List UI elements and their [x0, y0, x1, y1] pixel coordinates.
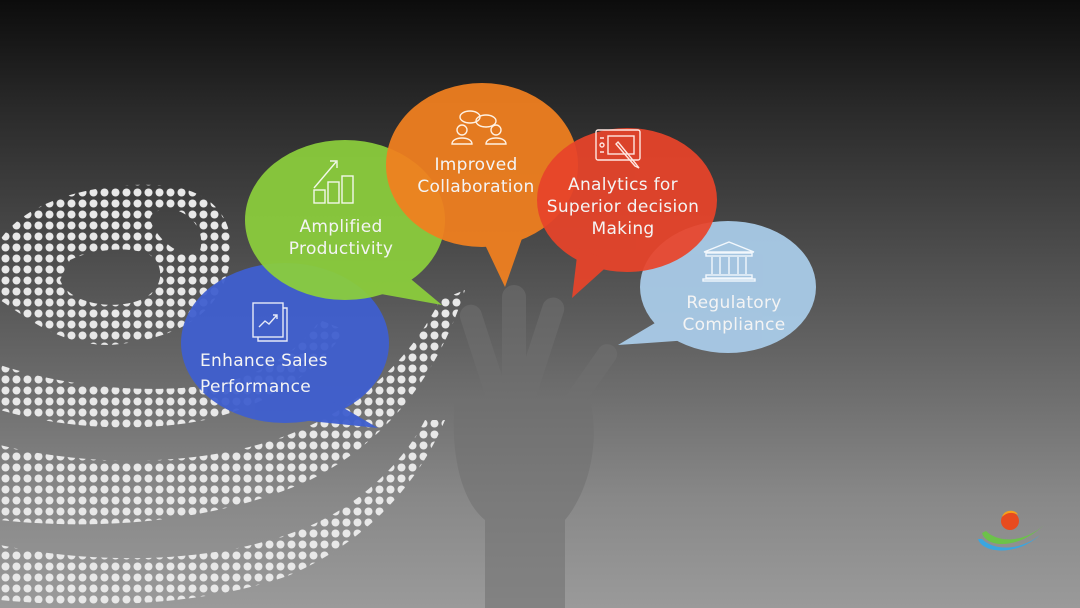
label-line: Making [591, 219, 655, 239]
bar-growth-icon [313, 160, 354, 204]
bank-building-icon [702, 241, 756, 282]
label-line: Regulatory [686, 293, 782, 313]
bubble-collaboration [386, 83, 578, 287]
bubble-regulatory-label: Regulatory Compliance [668, 292, 800, 336]
hand-silhouette [453, 285, 618, 608]
bubble-collaboration-label: Improved Collaboration [405, 154, 547, 198]
label-line: Compliance [682, 315, 786, 335]
label-line: Collaboration [417, 177, 535, 197]
logo-icon [978, 510, 1044, 551]
bubble-analytics [537, 128, 717, 298]
bubble-sales [181, 263, 389, 428]
label-line: Superior decision [546, 197, 700, 217]
label-line: Enhance Sales [200, 351, 328, 371]
tablet-pen-icon [595, 129, 641, 169]
document-trend-icon [252, 302, 288, 342]
label-line: Amplified [299, 217, 383, 237]
bubble-analytics-label: Analytics for Superior decision Making [540, 174, 706, 240]
label-line: Improved [434, 155, 518, 175]
people-chat-icon [451, 110, 507, 145]
bubble-productivity-label: Amplified Productivity [270, 216, 412, 260]
label-line: Productivity [288, 239, 394, 259]
label-line: Analytics for [568, 175, 678, 195]
label-line: Performance [200, 377, 312, 397]
bubble-sales-label: Enhance Sales Performance [200, 350, 356, 398]
